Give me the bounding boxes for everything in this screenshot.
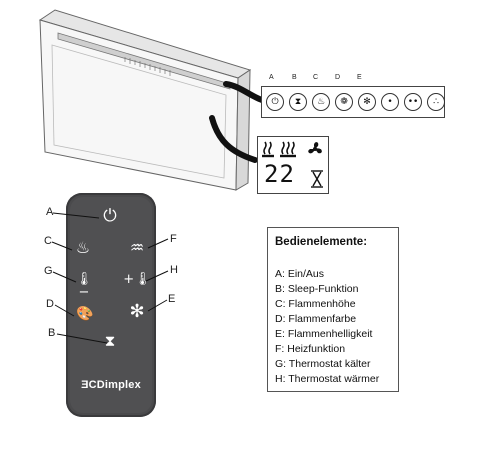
thermometer-plus-icon: +🌡 — [123, 272, 151, 287]
dot-icon: • — [387, 97, 393, 107]
remote-brightness-button[interactable]: ✻ — [126, 303, 148, 321]
palette-icon: 🎨 — [76, 306, 94, 322]
power-icon: ⏻ — [271, 97, 279, 107]
strip-brightness-button[interactable]: ✻ — [358, 93, 376, 111]
callout-c: C — [44, 235, 52, 247]
remote-flame-color-button[interactable]: 🎨 — [74, 307, 96, 321]
heat-icon: ♒ — [129, 238, 145, 257]
strip-dot-button[interactable]: • — [381, 93, 399, 111]
legend-item: H: Thermostat wärmer — [275, 373, 380, 385]
strip-letter-c: C — [313, 74, 319, 81]
brightness-icon: ✻ — [129, 301, 145, 322]
hourglass-icon: ⧗ — [104, 332, 116, 350]
callout-e: E — [168, 293, 176, 305]
power-icon: ⏻ — [103, 206, 117, 226]
strip-letter-a: A — [269, 74, 274, 81]
temperature-readout: 22 — [264, 160, 295, 188]
legend-title: Bedienelemente: — [275, 236, 368, 248]
strip-letter-e: E — [357, 74, 362, 81]
remote-sleep-button[interactable]: ⧗ — [99, 334, 121, 349]
flame-icon: ♨ — [75, 238, 91, 257]
hourglass-icon: ⧗ — [294, 97, 302, 107]
legend-item: E: Flammenhelligkeit — [275, 328, 373, 340]
callout-g: G — [44, 265, 53, 277]
legend-item: F: Heizfunktion — [275, 343, 346, 355]
strip-triple-dot-button[interactable]: ∴ — [427, 93, 445, 111]
callout-a: A — [46, 206, 54, 218]
strip-flame-height-button[interactable]: ♨ — [312, 93, 330, 111]
triple-dot-icon: ∴ — [433, 97, 439, 107]
remote-thermostat-down-button[interactable]: 🌡− — [71, 273, 97, 299]
remote-thermostat-up-button[interactable]: +🌡 — [123, 273, 151, 286]
flame-icon: ♨ — [316, 97, 326, 107]
dimplex-logo: ƎCDimplex — [81, 379, 141, 391]
strip-double-dot-button[interactable]: •• — [404, 93, 422, 111]
timer-icon — [311, 170, 323, 188]
callout-h: H — [170, 264, 178, 276]
legend-item: A: Ein/Aus — [275, 268, 325, 280]
strip-power-button[interactable]: ⏻ — [266, 93, 284, 111]
strip-letter-d: D — [335, 74, 341, 81]
remote-heat-button[interactable]: ♒ — [126, 240, 148, 256]
strip-letter-b: B — [292, 74, 297, 81]
legend-item: G: Thermostat kälter — [275, 358, 371, 370]
callout-d: D — [46, 298, 54, 310]
legend-item: B: Sleep-Funktion — [275, 283, 359, 295]
heat-low-icon — [262, 141, 322, 158]
brightness-icon: ✻ — [363, 97, 371, 107]
fan-icon — [308, 142, 322, 154]
strip-flame-color-button[interactable]: ❁ — [335, 93, 353, 111]
remote-control — [66, 193, 156, 417]
callout-b: B — [48, 327, 56, 339]
callout-f: F — [170, 233, 177, 245]
palette-icon: ❁ — [340, 97, 348, 107]
display-panel: 22 — [257, 136, 329, 194]
legend-item: C: Flammenhöhe — [275, 298, 356, 310]
remote-flame-height-button[interactable]: ♨ — [72, 240, 94, 256]
remote-power-button[interactable]: ⏻ — [99, 208, 121, 225]
double-dot-icon: •• — [407, 97, 419, 107]
thermometer-minus-icon: 🌡− — [75, 272, 93, 300]
legend-box: Bedienelemente: A: Ein/Aus B: Sleep-Funk… — [267, 227, 399, 392]
strip-sleep-button[interactable]: ⧗ — [289, 93, 307, 111]
legend-item: D: Flammenfarbe — [275, 313, 357, 325]
